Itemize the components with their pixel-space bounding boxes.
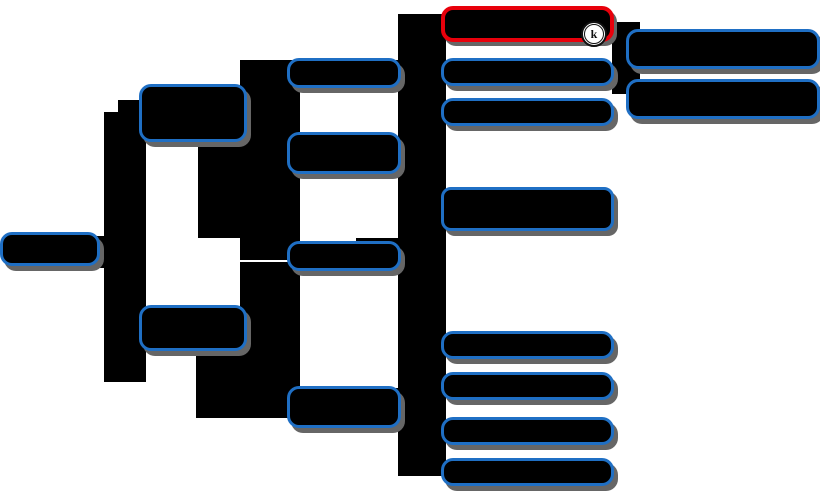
node-l2-3[interactable] (287, 386, 401, 428)
connector-l2-bundle-top (398, 14, 446, 264)
node-l3-5[interactable] (441, 372, 614, 400)
node-l2-1[interactable] (287, 132, 401, 174)
node-l2-2[interactable] (287, 241, 401, 271)
circle-k-icon: k (581, 21, 607, 47)
node-l4-1[interactable] (626, 79, 820, 119)
node-l3-4[interactable] (441, 331, 614, 359)
node-root[interactable] (0, 232, 100, 266)
node-l3-1[interactable] (441, 58, 614, 86)
node-l2-0[interactable] (287, 58, 401, 88)
node-l1-1[interactable] (139, 305, 247, 351)
node-l3-6[interactable] (441, 417, 614, 445)
node-l1-0[interactable] (139, 84, 247, 142)
node-l3-2[interactable] (441, 98, 614, 126)
circle-k-glyph: k (584, 24, 604, 44)
node-l3-3[interactable] (441, 187, 614, 231)
node-l4-0[interactable] (626, 29, 820, 69)
node-l3-7[interactable] (441, 458, 614, 486)
connector-l2-bundle-bottom (398, 264, 446, 476)
